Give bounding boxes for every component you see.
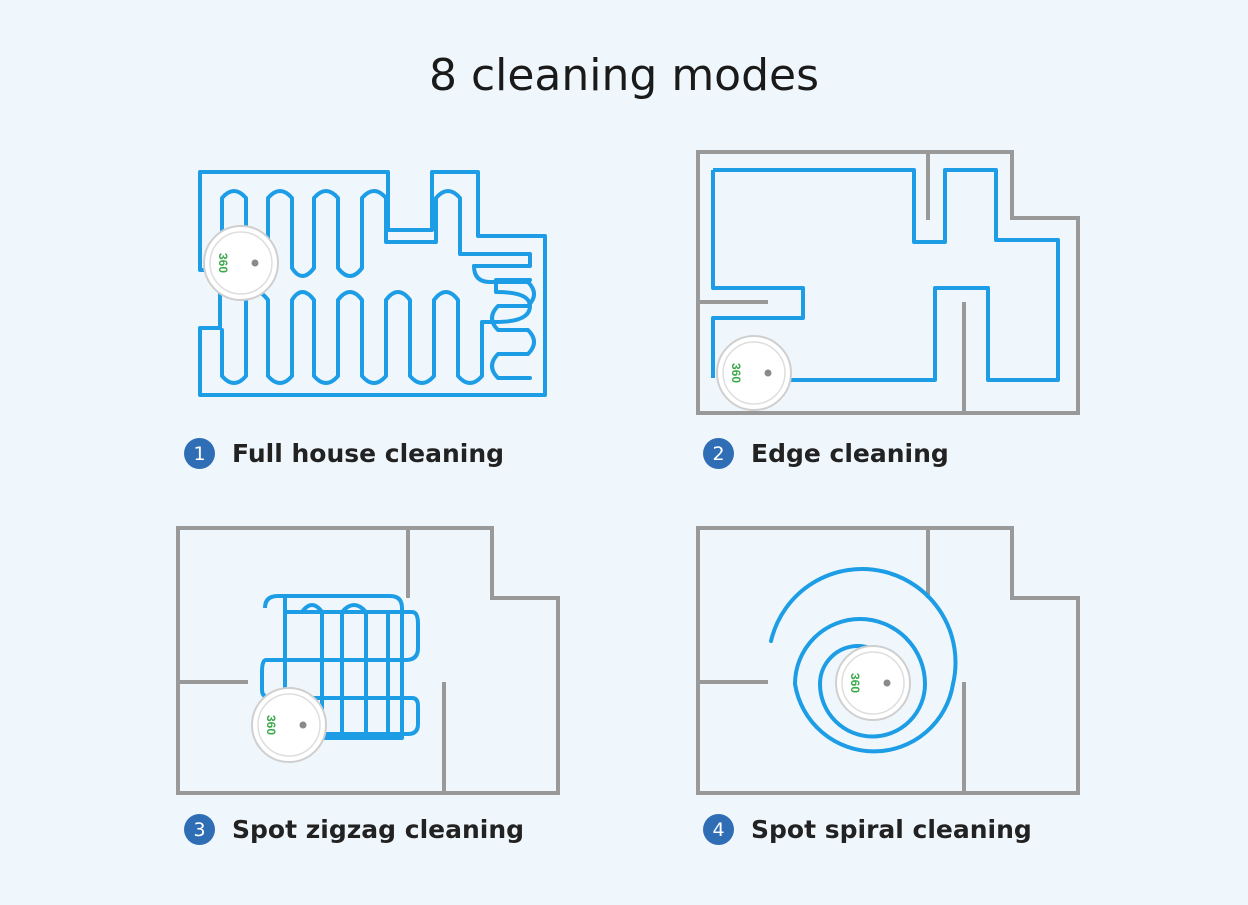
- mode-number-badge: 1: [184, 438, 215, 469]
- mode-number-badge: 3: [184, 814, 215, 845]
- spiral-walls: [696, 526, 1080, 795]
- mode-label: Spot zigzag cleaning: [232, 815, 525, 844]
- full-house-path-inner-bottom: [220, 278, 532, 385]
- page-title: 8 cleaning modes: [428, 50, 820, 101]
- robot-vacuum-icon: [251, 687, 327, 763]
- edge-path: [711, 168, 1060, 382]
- full-house-path-right-loops: [472, 264, 536, 380]
- mode-caption-3: 3 Spot zigzag cleaning: [184, 814, 524, 845]
- mode-caption-1: 1 Full house cleaning: [184, 438, 504, 469]
- mode-caption-2: 2 Edge cleaning: [703, 438, 949, 469]
- mode-number-badge: 4: [703, 814, 734, 845]
- edge-cleaning-diagram: [696, 150, 1080, 415]
- zigzag-path-vertical: [283, 596, 390, 736]
- spot-spiral-diagram: [696, 526, 1080, 795]
- robot-vacuum-icon: [203, 225, 279, 301]
- mode-label: Spot spiral cleaning: [751, 815, 1032, 844]
- robot-vacuum-icon: [835, 645, 911, 721]
- mode-number-badge: 2: [703, 438, 734, 469]
- zigzag-walls: [176, 526, 560, 795]
- robot-vacuum-icon: [716, 335, 792, 411]
- mode-caption-4: 4 Spot spiral cleaning: [703, 814, 1032, 845]
- spot-zigzag-diagram: [176, 526, 560, 795]
- edge-walls: [696, 150, 1080, 415]
- spiral-path: [769, 567, 958, 754]
- mode-label: Edge cleaning: [751, 439, 949, 468]
- zigzag-path-horizontal: [260, 594, 420, 740]
- mode-label: Full house cleaning: [232, 439, 505, 468]
